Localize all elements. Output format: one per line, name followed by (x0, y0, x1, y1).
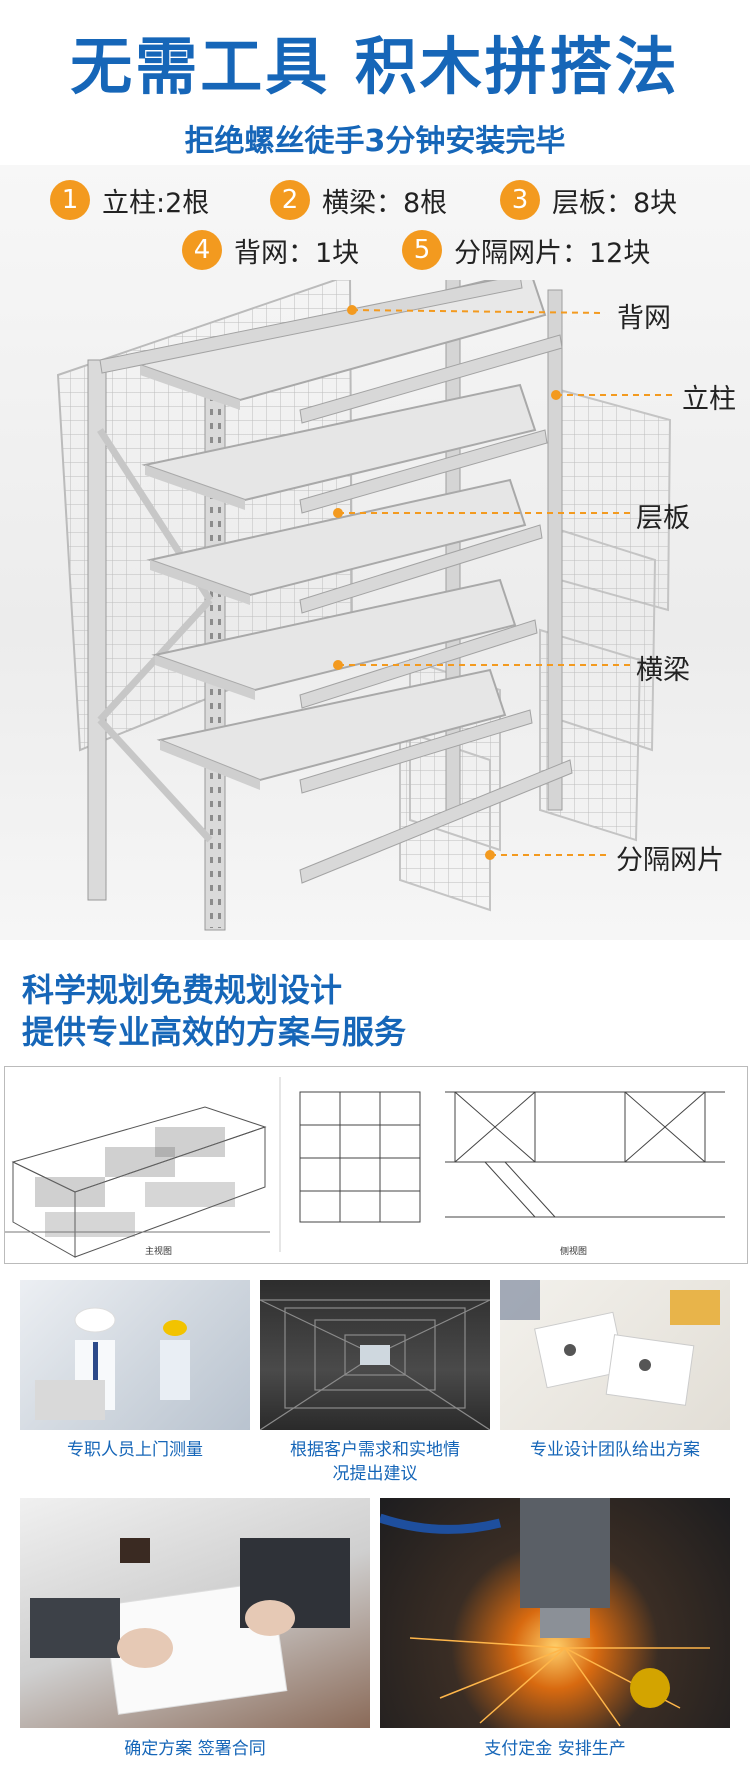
number-badge: 5 (402, 230, 442, 270)
photo-design (500, 1280, 730, 1430)
page-subtitle: 拒绝螺丝徒手3分钟安装完毕 (184, 124, 566, 159)
drawing-caption-right: 侧视图 (560, 1247, 588, 1257)
callout-beam: 横梁 (636, 655, 690, 686)
part-shelf: 3 层板：8块 (500, 180, 677, 220)
part-label: 横梁：8根 (322, 187, 448, 219)
callout-divider: 分隔网片 (616, 845, 724, 876)
part-label: 分隔网片：12块 (454, 237, 651, 269)
caption-production: 支付定金 安排生产 (484, 1739, 626, 1759)
number-badge: 3 (500, 180, 540, 220)
shelf-illustration (56, 280, 675, 931)
page-title: 无需工具 积木拼搭法 (70, 30, 680, 103)
number-badge: 4 (182, 230, 222, 270)
part-label: 背网：1块 (234, 237, 360, 269)
drawing-caption-left: 主视图 (145, 1247, 173, 1257)
number-badge: 1 (50, 180, 90, 220)
photo-warehouse (260, 1280, 490, 1430)
part-back-net: 4 背网：1块 (182, 230, 359, 270)
callout-shelf: 层板 (636, 503, 690, 534)
part-beam: 2 横梁：8根 (270, 180, 447, 220)
caption-suggestion: 根据客户需求和实地情况提出建议 (290, 1440, 460, 1484)
planning-heading-1: 科学规划免费规划设计 (22, 971, 343, 1009)
part-upright: 1 立柱:2根 (50, 180, 209, 220)
photo-measure (20, 1280, 250, 1430)
caption-contract: 确定方案 签署合同 (124, 1739, 266, 1759)
part-label: 立柱:2根 (102, 187, 210, 219)
caption-design: 专业设计团队给出方案 (530, 1440, 700, 1460)
design-drawing: 主视图 侧视图 (4, 1066, 748, 1264)
photo-contract (20, 1498, 370, 1728)
part-label: 层板：8块 (552, 187, 678, 219)
part-divider: 5 分隔网片：12块 (402, 230, 650, 270)
number-badge: 2 (270, 180, 310, 220)
planning-heading-2: 提供专业高效的方案与服务 (22, 1013, 407, 1051)
caption-measure: 专职人员上门测量 (67, 1440, 203, 1460)
photo-production (380, 1498, 730, 1728)
callout-back-net: 背网 (617, 303, 671, 334)
callout-upright: 立柱 (682, 384, 736, 415)
